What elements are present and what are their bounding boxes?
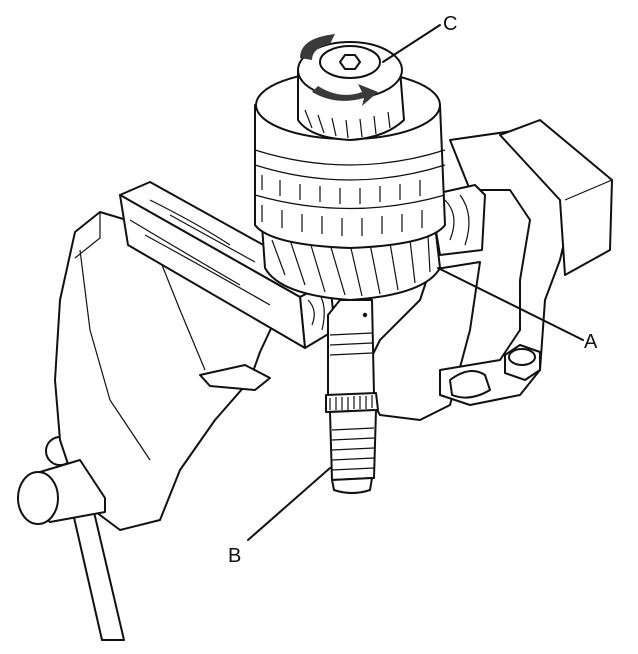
callout-b: B [228,545,241,567]
vise-screw-boss [17,459,106,525]
rotation-arrow-icon [300,34,378,106]
bracket-bolt [504,344,541,381]
top-gear-hub [297,41,405,141]
leader-lines [247,24,584,541]
mainshaft-b [325,299,379,494]
callout-a: A [584,331,598,353]
vise-right-section [359,119,613,421]
callout-c: C [443,13,457,35]
